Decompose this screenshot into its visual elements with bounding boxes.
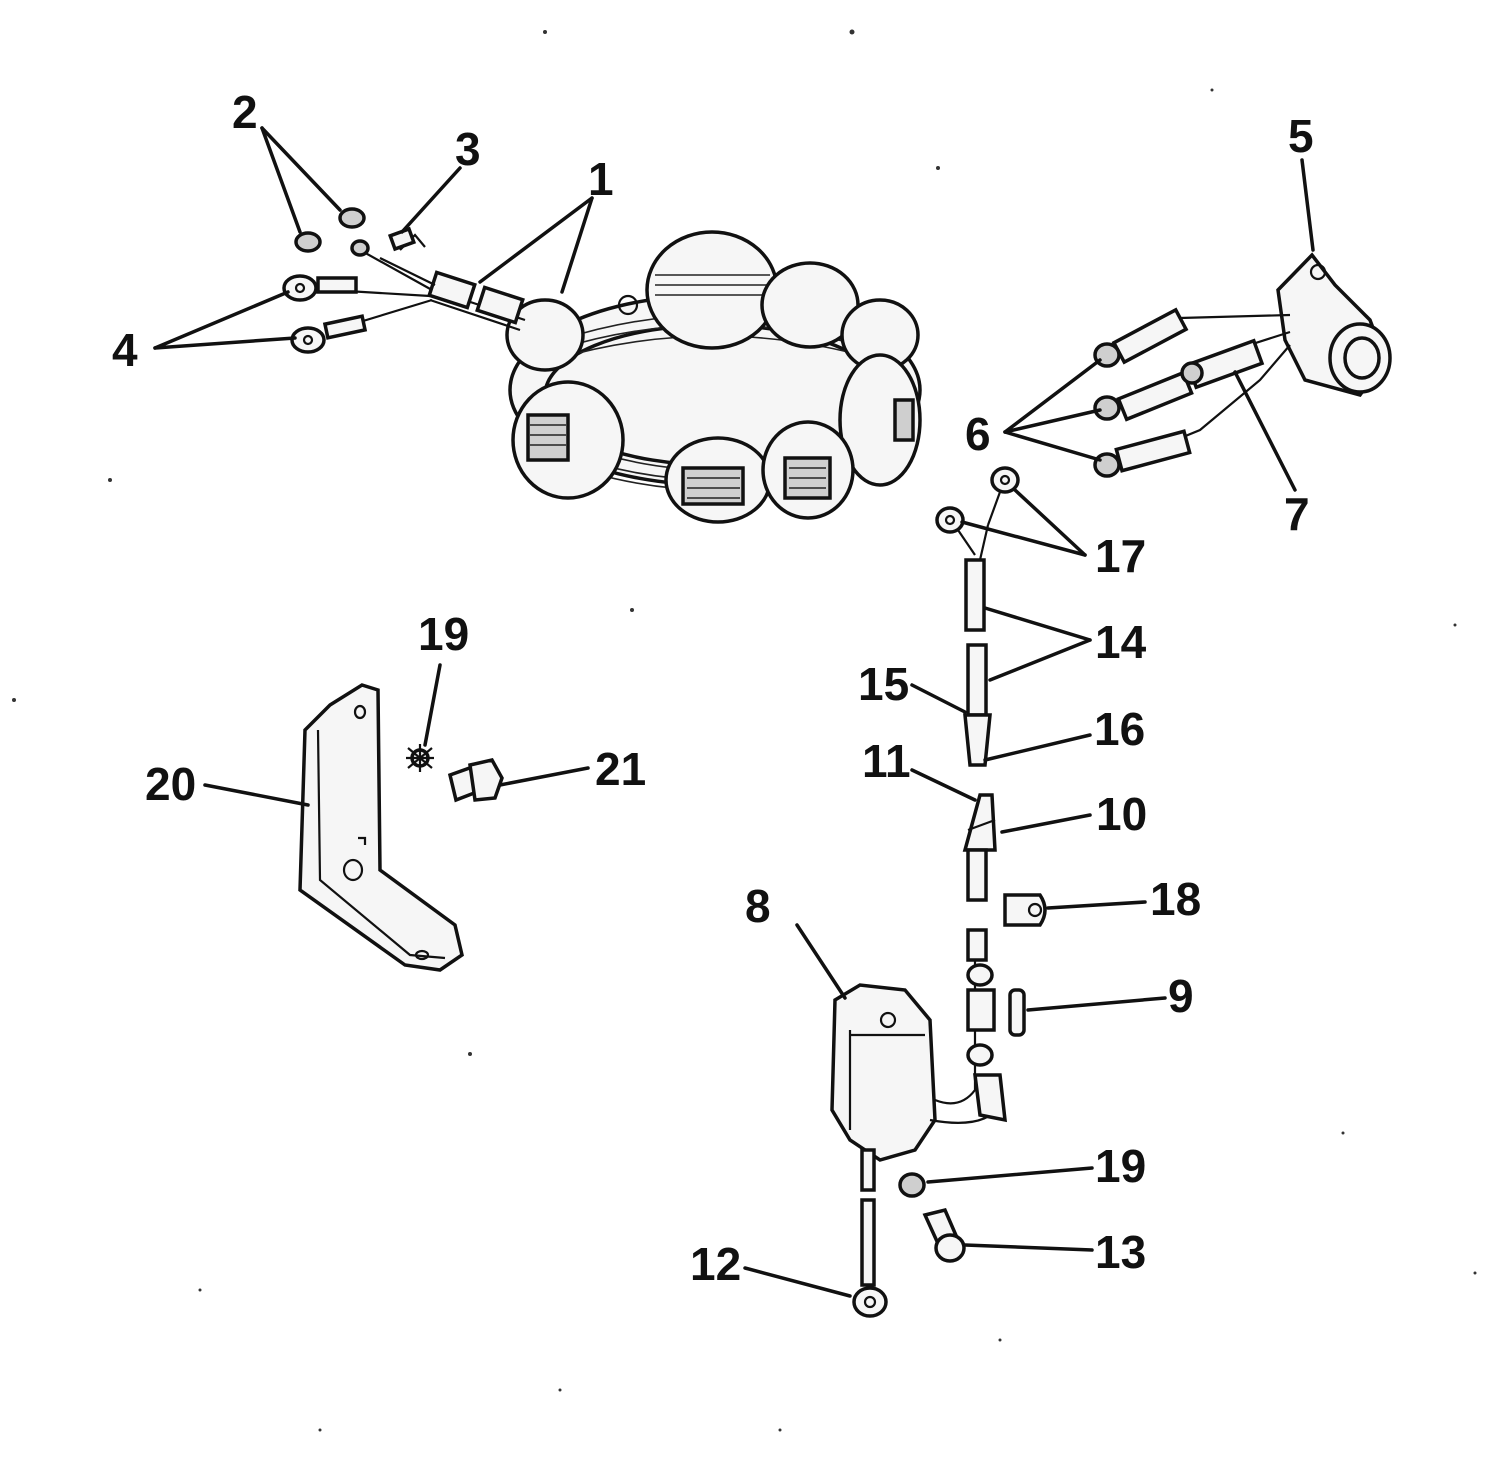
callout-19-upper: 19 [418,608,469,660]
scan-specks [12,29,1477,1432]
callout-10: 10 [1096,788,1147,840]
terminal-parts [282,207,417,354]
mounting-bracket [298,683,464,972]
callout-9: 9 [1168,970,1194,1022]
callout-20: 20 [145,758,196,810]
stator-assembly [505,230,922,524]
callout-21: 21 [595,743,646,795]
callout-13: 13 [1095,1226,1146,1278]
lead-harness-wires [1093,307,1291,478]
washer-screw-lower [898,1172,966,1263]
callout-6: 6 [965,408,991,460]
callout-11: 11 [862,735,911,787]
clip-part [1003,893,1047,927]
callout-17: 17 [1095,530,1146,582]
callout-2: 2 [232,86,258,138]
rectifier-assembly [830,928,1026,1318]
connector-parts [962,793,997,902]
callout-18: 18 [1150,873,1201,925]
callout-12: 12 [690,1238,741,1290]
callout-7: 7 [1284,488,1310,540]
callout-19-lower: 19 [1095,1140,1146,1192]
callout-8: 8 [745,880,771,932]
leader-lines [153,126,1315,1298]
callout-5: 5 [1288,110,1314,162]
callout-14: 14 [1095,616,1147,668]
callout-16: 16 [1094,703,1145,755]
callout-numbers: 1 2 3 4 5 6 7 8 9 10 11 12 13 14 15 16 1… [112,86,1314,1290]
callout-15: 15 [858,658,909,710]
callout-1: 1 [588,153,614,205]
timer-base-bracket [1276,252,1392,398]
lead-assembly [935,466,1020,767]
callout-3: 3 [455,123,481,175]
callout-4: 4 [112,324,138,376]
washer-bolt-upper [406,744,504,803]
